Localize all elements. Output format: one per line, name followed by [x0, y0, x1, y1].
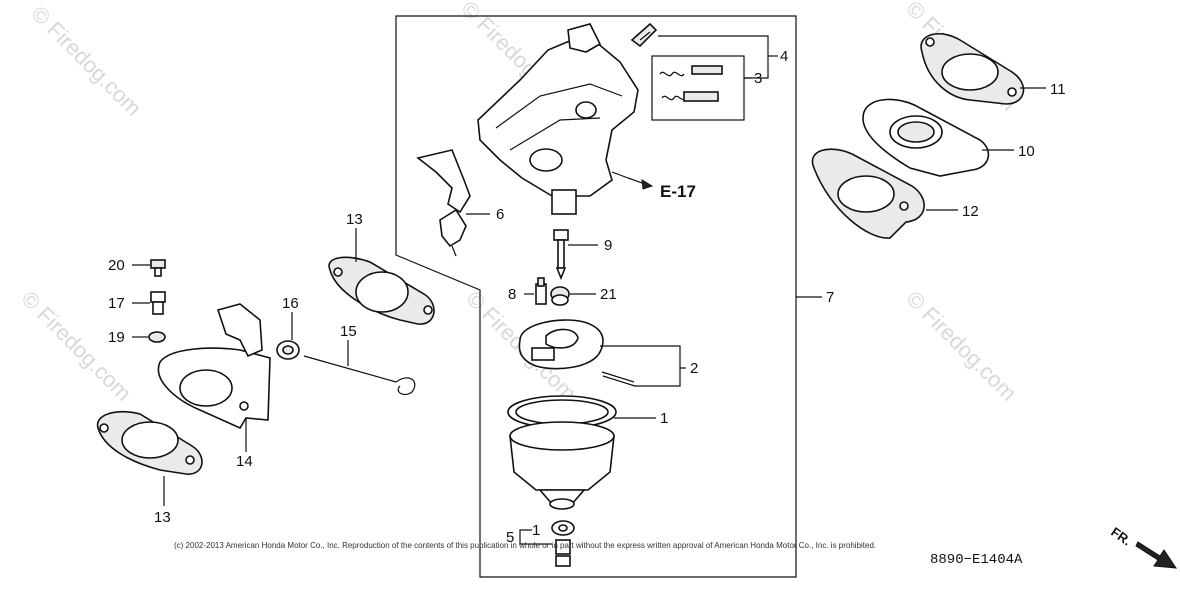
part-20-screw: [150, 259, 166, 277]
callout-1-washer: 1: [532, 522, 540, 539]
part-11-gasket: [920, 32, 1025, 105]
direction-label: FR.: [1108, 524, 1134, 548]
callout-13-upper: 13: [346, 211, 363, 228]
callout-6: 6: [496, 206, 504, 223]
part-4-screw: [630, 22, 658, 48]
part-8-jet: [535, 277, 547, 305]
callout-17: 17: [108, 295, 125, 312]
carburetor-body: [477, 23, 639, 215]
part-14-bracket: [157, 303, 271, 430]
part-19-washer: [148, 331, 166, 343]
callout-9: 9: [604, 237, 612, 254]
callout-16: 16: [282, 295, 299, 312]
callout-10: 10: [1018, 143, 1035, 160]
callout-21: 21: [600, 286, 617, 303]
callout-3: 3: [754, 70, 762, 87]
callout-2: 2: [690, 360, 698, 377]
part-16-grommet: [276, 340, 300, 360]
watermark-top-left: © Firedog.com: [26, 1, 146, 121]
part-10-insulator: [862, 98, 990, 177]
leader-lines: [132, 55, 1046, 545]
callout-5: 5: [506, 529, 514, 546]
part-6-choke-lever: [416, 149, 471, 257]
watermark-mid-right: © Firedog.com: [901, 286, 1021, 406]
part-15-rod: [303, 355, 416, 396]
callout-11: 11: [1050, 81, 1066, 98]
callout-14: 14: [236, 453, 253, 470]
subkit-3-box: [651, 55, 745, 121]
callout-4: 4: [780, 48, 788, 65]
e17-arrow-head: [641, 179, 654, 190]
assembly-outline: [395, 15, 797, 578]
front-arrow-icon: [1135, 541, 1177, 569]
part-3-screws: [659, 65, 723, 102]
front-direction-indicator: FR.: [1108, 524, 1177, 569]
callout-1: 1: [660, 410, 668, 427]
callout-15: 15: [340, 323, 357, 340]
part-13-gasket-upper: [328, 256, 435, 325]
copyright-notice: (c) 2002-2013 American Honda Motor Co., …: [174, 541, 876, 550]
callout-7: 7: [826, 289, 834, 306]
callout-13-lower: 13: [154, 509, 171, 526]
callout-20: 20: [108, 257, 125, 274]
part-21-jet: [550, 286, 570, 306]
callout-12: 12: [962, 203, 979, 220]
part-9-needle: [553, 229, 569, 281]
part-13-gasket-lower: [96, 410, 203, 475]
e17-reference: E-17: [660, 182, 696, 201]
part-5-drain-bolt: [551, 520, 575, 567]
part-12-gasket: [811, 148, 925, 239]
callout-8: 8: [508, 286, 516, 303]
diagram-code: 8890−E1404A: [930, 552, 1023, 568]
part-2-float: [518, 319, 636, 387]
part-17-bolt: [150, 291, 166, 315]
part-1-float-bowl: [507, 395, 617, 510]
callout-19: 19: [108, 329, 125, 346]
callouts: 4 3 6 9 8 21 7 2 1 1 5 11 10 12 13 13 14…: [108, 48, 1066, 546]
